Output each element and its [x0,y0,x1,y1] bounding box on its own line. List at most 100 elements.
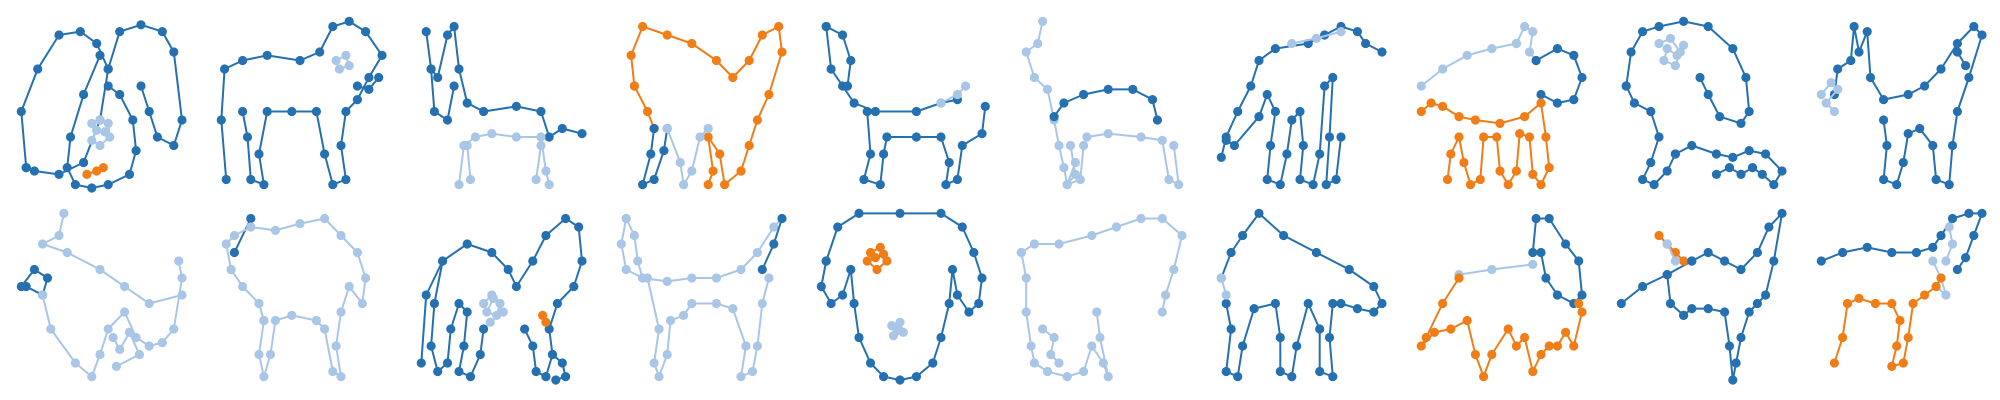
stroke-line [825,25,852,87]
stroke-point [1569,50,1579,61]
stroke-point [642,273,653,283]
stroke-point [870,106,881,117]
stroke-point [879,149,889,159]
stroke-point [703,123,713,134]
stroke-point [120,307,130,317]
stroke-point [54,169,64,179]
stroke-point [1670,256,1680,266]
stroke-point [1898,358,1908,368]
stroke-point [344,61,354,71]
stroke-point [1552,44,1562,54]
stroke-point [679,310,689,320]
stroke-point [1287,372,1297,382]
stroke-point [79,89,89,100]
stroke-point [131,146,141,156]
stroke-point [547,349,558,360]
stroke-point [659,146,669,156]
stroke-point [1724,341,1735,351]
stroke-point [1969,21,1979,32]
stroke-point [1033,38,1043,49]
stroke-point [377,50,387,61]
stroke-point [1838,247,1848,258]
stroke-point [1254,208,1264,218]
stroke-point [1952,264,1962,275]
stroke-point [1928,140,1938,151]
stroke-point [1233,372,1243,382]
stroke-point [911,106,922,117]
stroke-point [352,81,362,91]
stroke-point [736,264,746,275]
stroke-point [541,166,551,176]
stroke-point [1931,174,1941,185]
stroke-point [1446,324,1456,334]
stroke-point [957,222,967,232]
stroke-point [528,256,538,266]
stroke-point [536,106,546,117]
stroke-point [254,349,264,360]
stroke-line [1420,42,1517,87]
stroke-point [1879,95,1889,105]
stroke-point [1670,149,1680,159]
stroke-point [1511,38,1521,49]
stroke-point [1528,366,1538,377]
stroke-point [111,361,121,371]
stroke-line [1025,21,1180,186]
stroke-point [1279,230,1289,241]
stroke-point [1275,332,1285,343]
stroke-point [1574,298,1584,309]
stroke-point [136,20,146,30]
stroke-point [577,129,587,139]
stroke-point [169,47,179,57]
stroke-point [1944,222,1954,232]
stroke-point [638,180,648,190]
stroke-point [633,256,643,266]
stroke-line [1666,274,1685,317]
stroke-point [120,281,130,292]
stroke-point [711,273,722,283]
stroke-point [1616,298,1626,309]
stroke-point [1462,50,1472,61]
stroke-point [115,27,125,37]
stroke-point [334,64,344,74]
stroke-point [429,106,439,117]
stroke-point [969,247,979,258]
stroke-line [220,20,383,186]
stroke-point [1829,106,1839,117]
stroke-point [42,273,53,283]
stroke-point [29,264,39,275]
stroke-point [1520,332,1530,343]
stroke-point [747,366,758,377]
stroke-point [1503,324,1513,334]
stroke-point [911,372,922,382]
stroke-point [361,27,371,37]
stroke-point [1226,324,1236,334]
stroke-point [520,324,530,334]
stroke-point [1270,44,1280,54]
stroke-point [1736,332,1746,343]
stroke-point [531,174,541,185]
stroke-point [952,290,963,300]
stroke-point [21,281,31,292]
stroke-point [1515,129,1525,139]
stroke-point [1941,256,1951,266]
stroke-point [1736,169,1746,179]
stroke-point [1711,169,1721,179]
stroke-point [1672,50,1682,61]
stroke-point [715,149,725,159]
stroke-point [1670,61,1680,71]
stroke-point [695,132,705,142]
stroke-point [629,230,640,241]
stroke-point [1238,230,1248,241]
stroke-point [454,366,464,377]
stroke-point [838,30,848,40]
stroke-point [328,180,338,190]
sketch-r2c10 [1816,208,1987,371]
stroke-point [95,349,105,360]
stroke-point [1544,163,1554,173]
stroke-point [846,264,856,275]
stroke-point [1703,247,1713,258]
stroke-line [1042,328,1060,364]
stroke-point [152,132,162,142]
stroke-point [1552,341,1562,351]
stroke-point [1928,256,1938,266]
